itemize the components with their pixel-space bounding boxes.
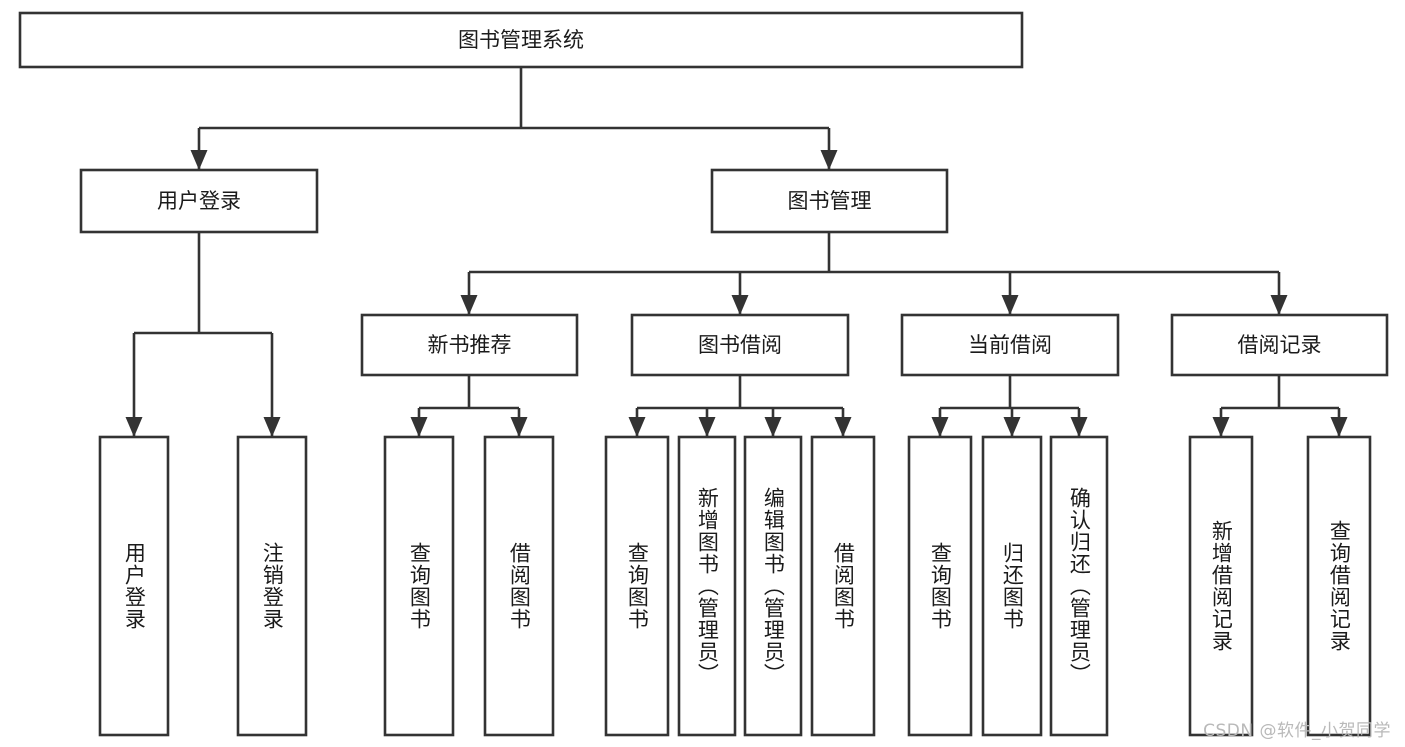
node-leaf-borrow-query-book-box[interactable] — [604, 435, 670, 737]
node-leaf-user-logout-box[interactable] — [236, 435, 308, 737]
node-book-management-box[interactable] — [710, 168, 949, 234]
arrow-head-icon — [1330, 417, 1348, 437]
node-user-login-box[interactable] — [79, 168, 319, 234]
node-new-book-recommend-box[interactable] — [360, 313, 579, 377]
node-book-borrow-box[interactable] — [630, 313, 850, 377]
arrow-head-icon — [764, 417, 782, 437]
arrow-head-icon — [834, 417, 852, 437]
arrow-head-icon — [410, 417, 428, 437]
connector-edges-layer — [125, 67, 1348, 437]
arrow-head-icon — [1003, 417, 1021, 437]
arrow-head-icon — [1070, 417, 1088, 437]
watermark-text: CSDN @软件_小贺同学 — [1203, 721, 1391, 741]
node-current-borrow-label: 当前借阅 — [968, 333, 1052, 357]
arrow-head-icon — [510, 417, 528, 437]
node-leaf-record-query-box[interactable] — [1306, 435, 1372, 737]
arrow-head-icon — [820, 150, 838, 170]
arrow-head-icon — [125, 417, 143, 437]
arrow-head-icon — [698, 417, 716, 437]
arrow-head-icon — [1270, 295, 1288, 315]
node-book-borrow-label: 图书借阅 — [698, 333, 782, 357]
node-user-login-label: 用户登录 — [157, 189, 241, 213]
arrow-head-icon — [1001, 295, 1019, 315]
node-root-label: 图书管理系统 — [458, 28, 584, 52]
arrow-head-icon — [628, 417, 646, 437]
node-leaf-record-add-box[interactable] — [1188, 435, 1254, 737]
node-new-book-recommend-label: 新书推荐 — [428, 333, 512, 357]
node-leaf-recommend-borrow-book-box[interactable] — [483, 435, 555, 737]
arrow-head-icon — [190, 150, 208, 170]
node-book-management-label: 图书管理 — [788, 189, 872, 213]
node-boxes-layer — [18, 11, 1389, 737]
node-leaf-recommend-query-book-box[interactable] — [383, 435, 455, 737]
node-borrow-record-box[interactable] — [1170, 313, 1389, 377]
arrow-head-icon — [263, 417, 281, 437]
arrow-head-icon — [460, 295, 478, 315]
node-leaf-borrow-edit-book-box[interactable] — [743, 435, 803, 737]
node-root-box[interactable] — [18, 11, 1024, 69]
node-leaf-current-return-book-box[interactable] — [981, 435, 1043, 737]
node-leaf-borrow-borrow-book-box[interactable] — [810, 435, 876, 737]
arrow-head-icon — [931, 417, 949, 437]
node-current-borrow-box[interactable] — [900, 313, 1120, 377]
node-leaf-current-query-book-box[interactable] — [907, 435, 973, 737]
node-borrow-record-label: 借阅记录 — [1238, 333, 1322, 357]
arrow-head-icon — [1212, 417, 1230, 437]
node-leaf-borrow-add-book-box[interactable] — [677, 435, 737, 737]
node-leaf-current-confirm-return-box[interactable] — [1049, 435, 1109, 737]
node-leaf-user-login-box[interactable] — [98, 435, 170, 737]
arrow-head-icon — [731, 295, 749, 315]
